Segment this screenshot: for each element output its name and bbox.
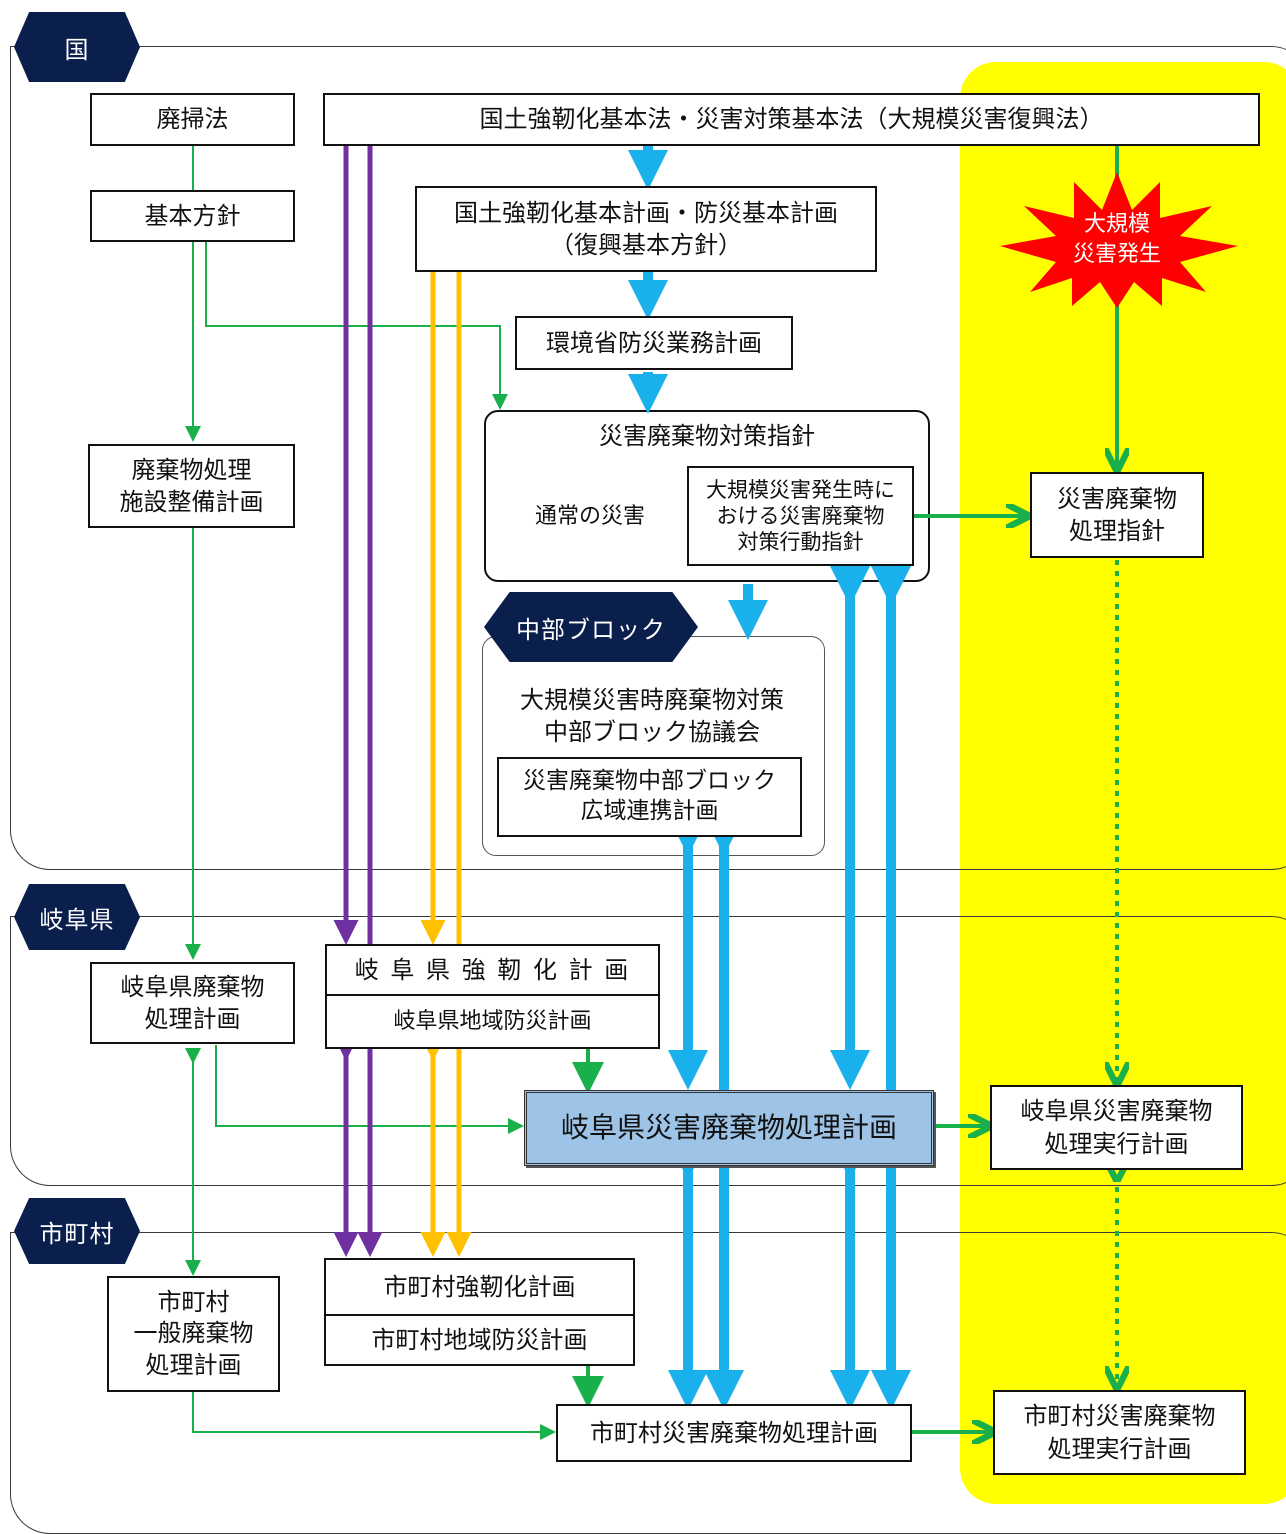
section-gifu [10, 916, 1286, 1186]
tag-kuni: 国 [14, 12, 140, 82]
normal-disaster-label: 通常の災害 [534, 504, 645, 529]
national-resilience-plan-box: 国土強靭化基本計画・防災基本計画 （復興基本方針） [415, 186, 877, 272]
tag-gifu: 岐阜県 [14, 884, 140, 950]
municipal-resilience-plan-box: 市町村強靭化計画 [324, 1258, 635, 1316]
gifu-waste-plan-box: 岐阜県廃棄物 処理計画 [90, 962, 295, 1044]
gifu-implementation-plan-box: 岐阜県災害廃棄物 処理実行計画 [990, 1085, 1243, 1170]
chubu-council-label: 大規模災害時廃棄物対策 中部ブロック協議会 [520, 686, 784, 747]
gifu-regional-disaster-plan-box: 岐阜県地域防災計画 [325, 994, 660, 1049]
tag-shichoson: 市町村 [14, 1198, 140, 1264]
disaster-burst-icon [1000, 172, 1238, 308]
basic-policy-box: 基本方針 [90, 190, 295, 242]
waste-management-law-box: 廃掃法 [90, 93, 295, 146]
municipal-implementation-plan-box: 市町村災害廃棄物 処理実行計画 [993, 1390, 1246, 1475]
large-disaster-action-guideline-box: 大規模災害発生時に おける災害廃棄物 対策行動指針 [687, 466, 914, 566]
disaster-waste-guideline-title: 災害廃棄物対策指針 [599, 422, 815, 450]
chubu-wide-area-plan-box: 災害廃棄物中部ブロック 広域連携計画 [497, 757, 802, 837]
municipal-regional-disaster-plan-box: 市町村地域防災計画 [324, 1314, 635, 1366]
disaster-waste-treatment-guideline-box: 災害廃棄物 処理指針 [1030, 472, 1204, 558]
municipal-disaster-waste-plan-box: 市町村災害廃棄物処理計画 [556, 1404, 912, 1462]
waste-facility-plan-box: 廃棄物処理 施設整備計画 [88, 444, 295, 528]
section-kuni [10, 46, 1286, 870]
gifu-disaster-waste-plan-box: 岐阜県災害廃棄物処理計画 [524, 1090, 934, 1166]
national-resilience-law-box: 国土強靭化基本法・災害対策基本法（大規模災害復興法） [323, 93, 1260, 146]
large-disaster-occurrence-label: 大規模 災害発生 [1072, 212, 1161, 267]
gifu-resilience-plan-box: 岐 阜 県 強 靭 化 計 画 [325, 944, 660, 996]
municipal-general-waste-plan-box: 市町村 一般廃棄物 処理計画 [107, 1276, 280, 1392]
environment-ministry-plan-box: 環境省防災業務計画 [515, 316, 793, 370]
tag-chubu: 中部ブロック [484, 592, 698, 662]
